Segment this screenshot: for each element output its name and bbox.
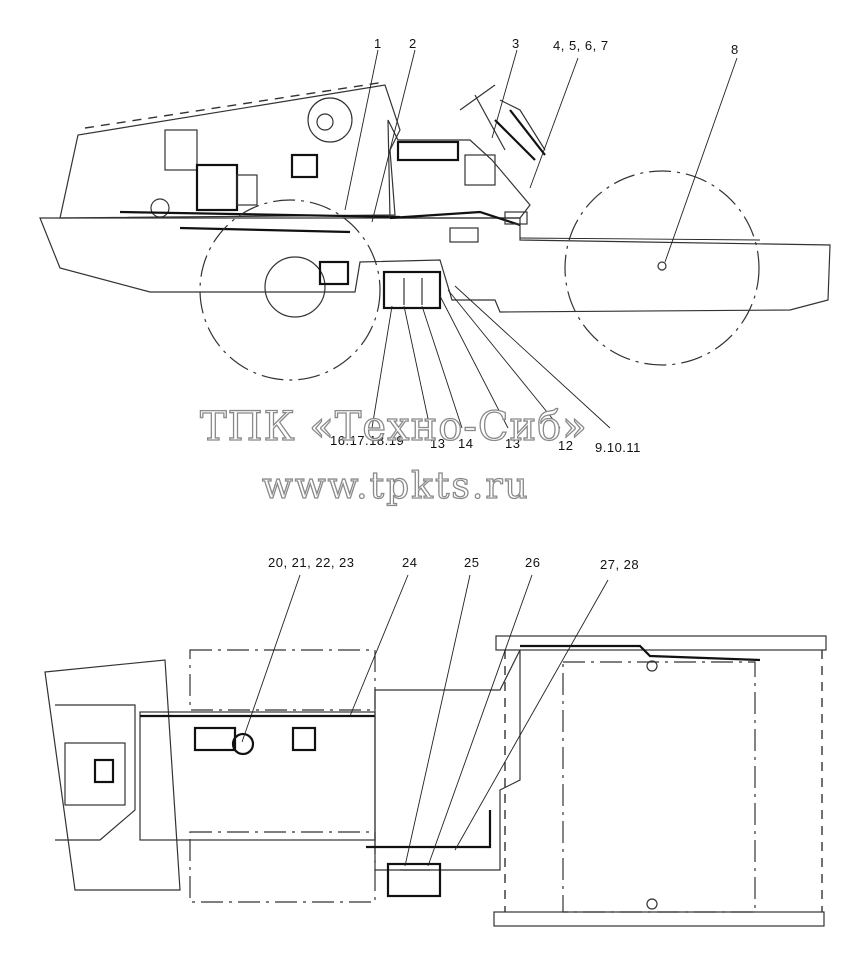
callout-2: 2 <box>409 36 417 51</box>
front-drum-top <box>562 661 756 913</box>
rear-section <box>44 659 181 891</box>
callout-4-7: 4, 5, 6, 7 <box>553 38 609 53</box>
callout-26: 26 <box>525 555 540 570</box>
battery-top <box>386 862 442 898</box>
callout-27-28: 27, 28 <box>600 557 639 572</box>
callout-14: 14 <box>458 436 473 451</box>
callout-20-23: 20, 21, 22, 23 <box>268 555 355 570</box>
engine-outline <box>64 742 126 806</box>
front-frame-top <box>495 635 827 651</box>
leader-lines-side <box>344 49 738 429</box>
callout-3: 3 <box>512 36 520 51</box>
engine-hood <box>59 84 401 219</box>
battery-box <box>382 270 442 310</box>
platform <box>374 649 521 871</box>
main-frame <box>39 217 831 313</box>
side-view: 1 2 3 4, 5, 6, 7 8 16.17.18.19 13 14 13 … <box>39 36 831 455</box>
engine-block <box>195 163 239 212</box>
fan <box>307 97 353 143</box>
wire-harness <box>389 210 521 227</box>
callout-24: 24 <box>402 555 417 570</box>
watermark: ТПК «Техно-Сиб» www.tpkts.ru <box>199 403 588 507</box>
leader-lines-top <box>241 574 609 867</box>
cab <box>387 119 531 219</box>
callout-13b: 13 <box>505 436 520 451</box>
filter <box>290 153 319 179</box>
callout-12: 12 <box>558 438 573 453</box>
front-frame-bottom <box>493 911 825 927</box>
radiator <box>164 129 198 171</box>
top-view: 20, 21, 22, 23 24 25 26 27, 28 <box>44 555 827 927</box>
callout-8: 8 <box>731 42 739 57</box>
steering-wheel <box>459 84 506 151</box>
callout-13a: 13 <box>430 436 445 451</box>
callout-9-11: 9.10.11 <box>595 440 641 455</box>
control-panel <box>396 140 460 162</box>
callout-16-19: 16.17.18.19 <box>330 433 404 448</box>
watermark-company: ТПК «Техно-Сиб» <box>200 404 588 450</box>
starter <box>291 726 317 752</box>
alternator <box>193 726 237 752</box>
rear-wheel <box>199 199 381 381</box>
callout-25: 25 <box>464 555 479 570</box>
callout-1: 1 <box>374 36 382 51</box>
front-drum <box>564 170 760 366</box>
watermark-url: www.tpkts.ru <box>262 466 530 507</box>
